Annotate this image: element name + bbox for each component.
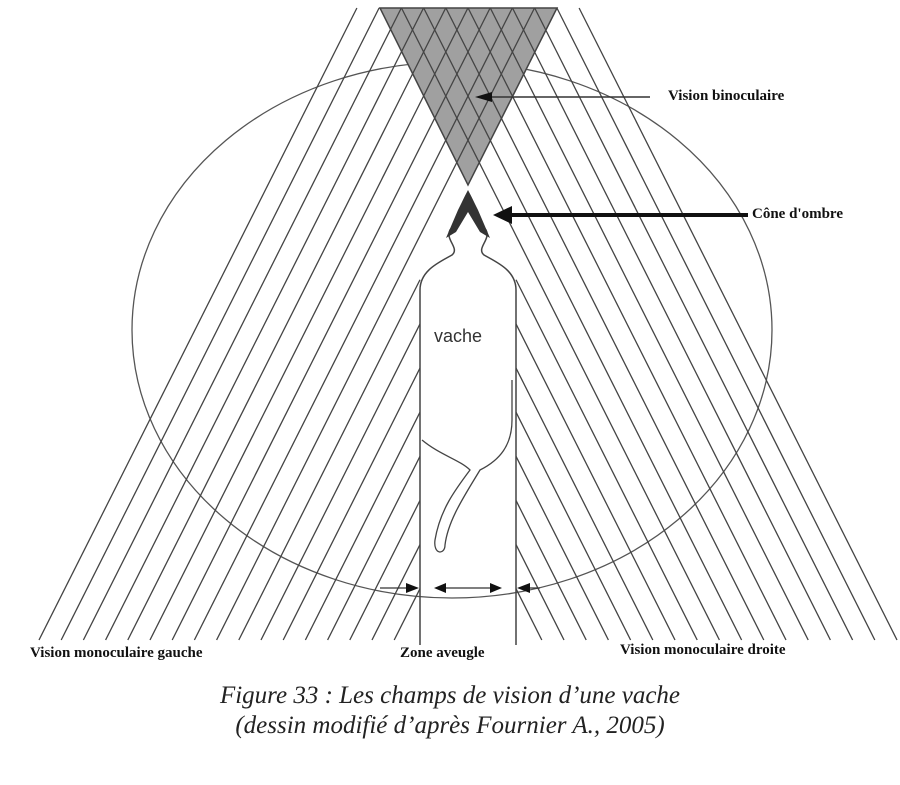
sight-line bbox=[282, 367, 421, 641]
sight-line bbox=[423, 7, 743, 641]
shadow-cone bbox=[446, 190, 490, 238]
blind-width-arrowhead-left bbox=[434, 583, 446, 593]
sight-line bbox=[578, 7, 898, 641]
sight-line bbox=[534, 7, 854, 641]
sight-line bbox=[349, 500, 421, 641]
sight-line bbox=[445, 7, 765, 641]
sight-line bbox=[515, 456, 609, 641]
sight-line bbox=[515, 500, 587, 641]
left-monocular-label: Vision monoculaire gauche bbox=[30, 645, 203, 661]
sight-line bbox=[467, 7, 787, 641]
sight-line bbox=[216, 7, 536, 641]
sight-line bbox=[327, 456, 421, 641]
sight-line bbox=[515, 411, 632, 641]
sight-line bbox=[515, 544, 565, 641]
sight-line bbox=[515, 367, 654, 641]
blind-width-arrowhead-right bbox=[490, 583, 502, 593]
sight-line bbox=[171, 7, 491, 641]
binocular-arrowhead bbox=[475, 92, 492, 102]
sight-lines bbox=[38, 7, 898, 641]
shadow-arrowhead bbox=[493, 206, 512, 224]
sight-line bbox=[556, 7, 876, 641]
blind-left-arrowhead bbox=[406, 583, 419, 593]
sight-line bbox=[193, 7, 513, 641]
sight-line bbox=[260, 323, 421, 641]
shadow-cone-label: Cône d'ombre bbox=[752, 206, 843, 222]
sight-line bbox=[149, 7, 469, 641]
sight-line bbox=[105, 7, 425, 641]
sight-line bbox=[489, 7, 809, 641]
right-monocular-label: Vision monoculaire droite bbox=[620, 642, 786, 658]
sight-line bbox=[238, 279, 421, 641]
blind-zone-label: Zone aveugle bbox=[400, 645, 485, 661]
blind-zone-bounds bbox=[419, 190, 517, 645]
sight-line bbox=[511, 7, 831, 641]
caption-line-2: (dessin modifié d’après Fournier A., 200… bbox=[235, 712, 665, 739]
sight-line bbox=[60, 7, 380, 641]
cow-outline bbox=[421, 380, 513, 553]
sight-line bbox=[515, 323, 676, 641]
sight-line bbox=[304, 411, 421, 641]
sight-line bbox=[38, 7, 358, 641]
sight-line bbox=[82, 7, 402, 641]
blind-right-arrowhead bbox=[517, 583, 530, 593]
cow-label: vache bbox=[434, 326, 483, 346]
sight-line bbox=[393, 588, 421, 641]
binocular-label: Vision binoculaire bbox=[668, 88, 785, 104]
sight-line bbox=[515, 588, 543, 641]
sight-line bbox=[400, 7, 720, 641]
sight-line bbox=[515, 279, 698, 641]
sight-line bbox=[371, 544, 421, 641]
sight-line bbox=[127, 7, 447, 641]
caption-line-1: Figure 33 : Les champs de vision d’une v… bbox=[219, 682, 681, 709]
